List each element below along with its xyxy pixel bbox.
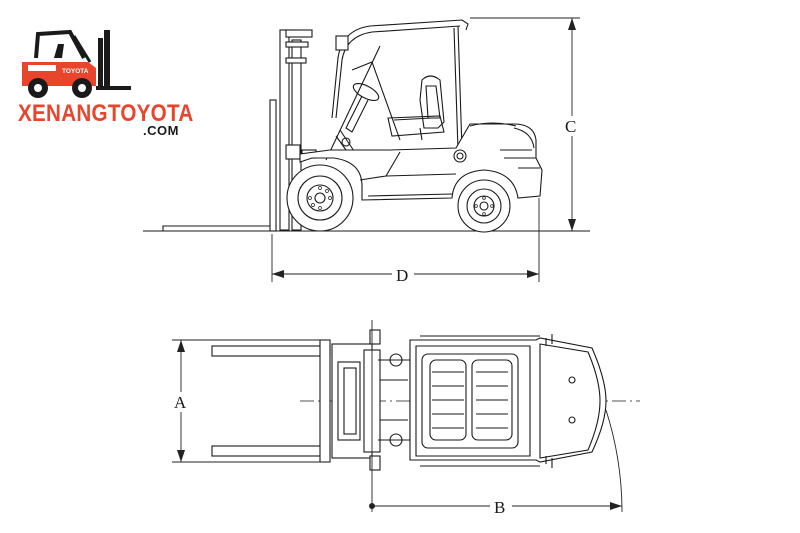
label-b: B — [494, 498, 505, 517]
dimension-d: D — [271, 198, 540, 285]
forklift-logo-icon: TOYOTA — [22, 29, 131, 98]
side-front-wheel — [286, 164, 354, 232]
side-body — [299, 122, 543, 201]
label-c: C — [565, 117, 576, 136]
label-d: D — [396, 266, 408, 285]
side-rear-wheel — [457, 179, 511, 233]
top-body — [409, 334, 607, 468]
logo-badge-text: TOYOTA — [62, 68, 89, 75]
side-mast — [279, 29, 317, 231]
brand-name: XENANGTOYOTA — [18, 100, 194, 127]
dimension-b: B — [369, 320, 623, 517]
side-forks — [162, 99, 277, 232]
top-mast — [331, 329, 411, 471]
side-seat — [387, 75, 445, 141]
top-view: A B — [170, 320, 640, 517]
dimension-a: A — [170, 339, 330, 463]
side-view: C D — [143, 17, 590, 285]
dimension-c: C — [470, 17, 584, 231]
brand-domain: .COM — [143, 123, 179, 138]
label-a: A — [174, 393, 187, 412]
side-overhead-guard — [325, 19, 469, 161]
